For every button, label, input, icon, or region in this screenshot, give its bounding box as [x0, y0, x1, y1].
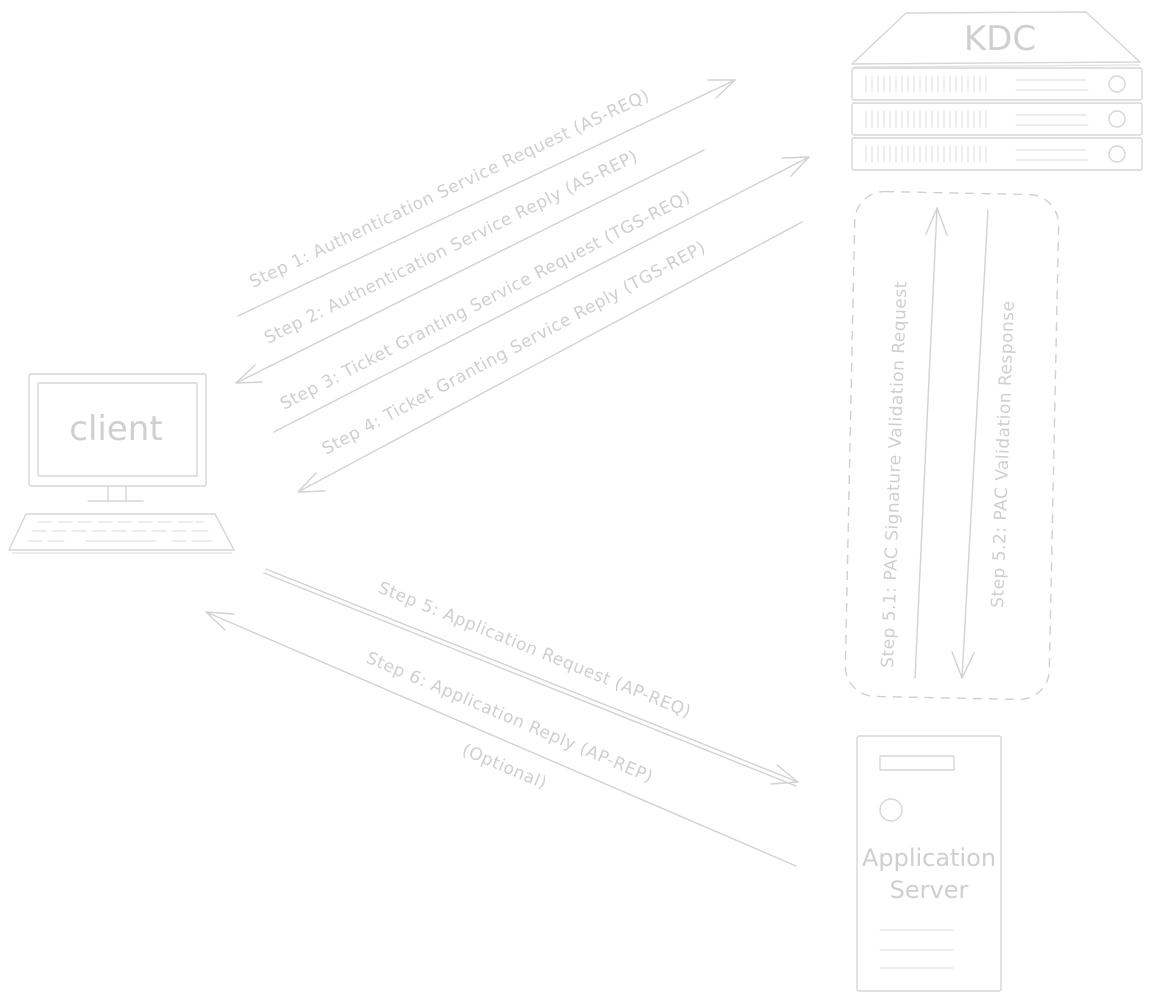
- step1-label: Step 1: Authentication Service Request (…: [247, 86, 653, 293]
- application-server: Application Server: [856, 735, 1002, 992]
- kdc-rack-unit: [851, 102, 1143, 136]
- step5-1-label: Step 5.1: PAC Signature Validation Reque…: [878, 281, 911, 668]
- kdc-rack-unit: [851, 137, 1143, 171]
- client-label: client: [69, 409, 162, 449]
- step5-1-arrow: [914, 207, 948, 679]
- step6-note: (Optional): [459, 740, 550, 794]
- step2-arrow: [235, 149, 705, 384]
- step5-2-arrow: [951, 209, 989, 679]
- step6-arrow: [205, 611, 797, 867]
- kdc-server: KDC: [851, 11, 1143, 171]
- kdc-label: KDC: [964, 19, 1036, 59]
- app-server-label-line1: Application: [862, 844, 996, 872]
- step3-arrow: [273, 156, 810, 433]
- step5-2-label: Step 5.2: PAC Validation Response: [988, 300, 1019, 608]
- step5-label: Step 5: Application Request (AP-REQ): [375, 578, 694, 722]
- step5-arrow: [263, 568, 799, 787]
- step4-arrow: [297, 221, 803, 493]
- pac-validation-box: [844, 190, 1060, 701]
- step1-arrow: [237, 79, 736, 317]
- app-server-label-line2: Server: [890, 876, 969, 904]
- client-computer: client: [8, 373, 235, 554]
- kdc-rack-unit: [851, 67, 1143, 101]
